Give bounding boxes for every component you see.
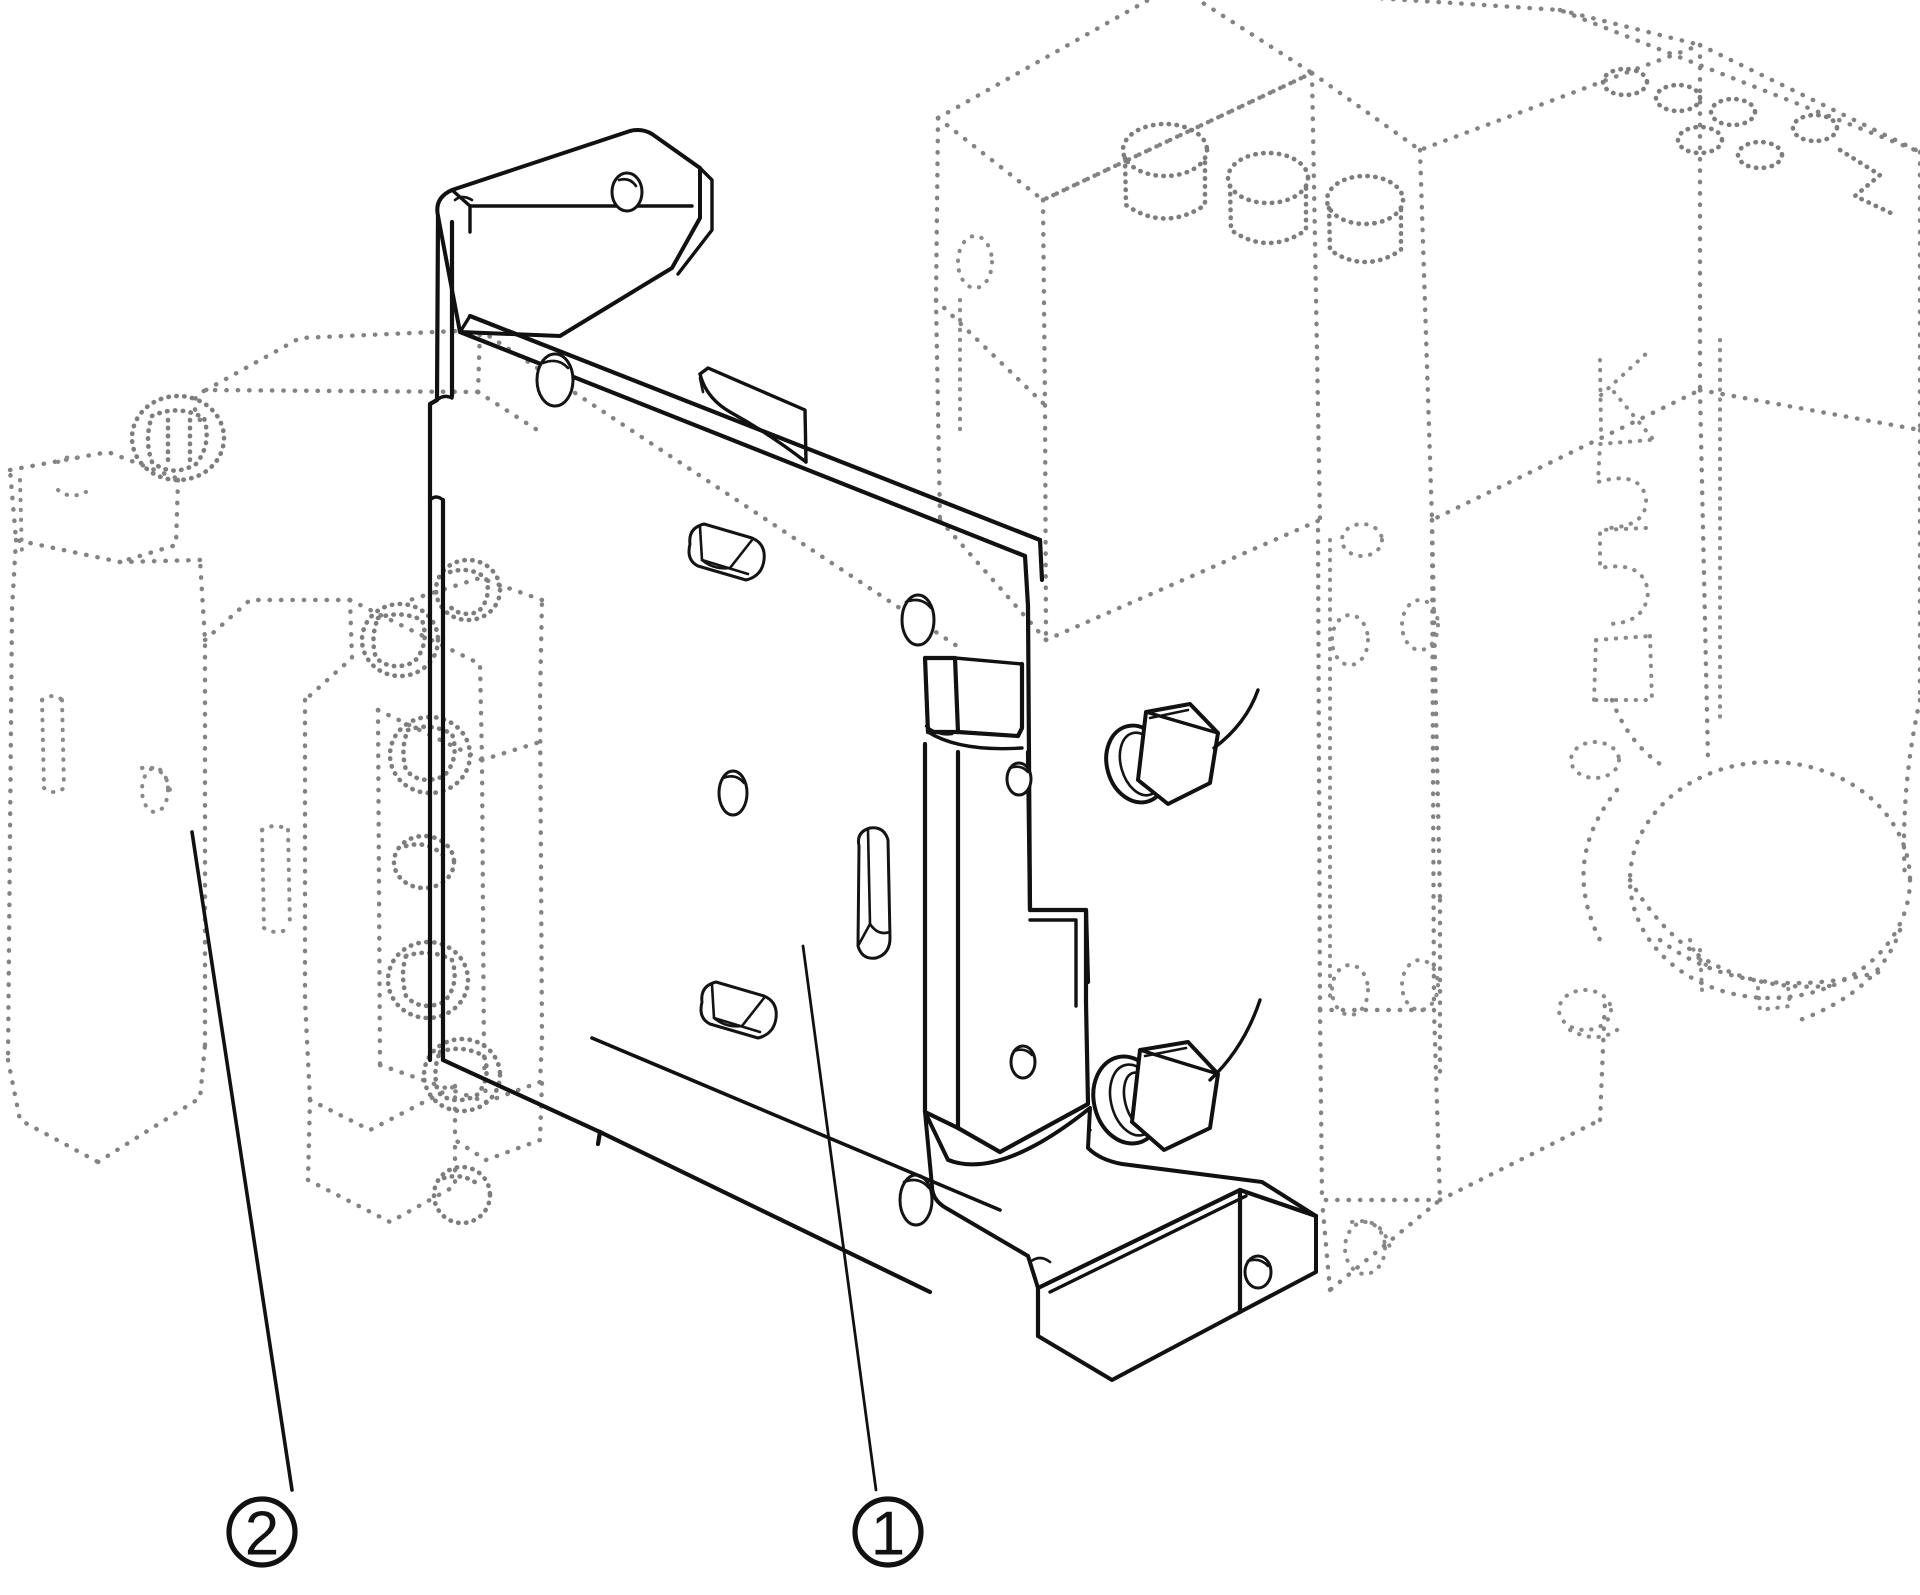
leader-lines-group: [190, 830, 1002, 1492]
callout-2[interactable]: 2: [226, 1496, 298, 1569]
machine-body-phantom-group: [933, 0, 1920, 1293]
callout-2-label: 2: [245, 1500, 279, 1569]
hex-bolt-upper: [1104, 702, 1220, 806]
leader-line-bracket-pointer: [590, 1036, 1002, 1212]
callout-2-circle[interactable]: [226, 1496, 298, 1568]
hex-bolt-lower: [1091, 998, 1262, 1152]
reference-housing-phantom-group: [5, 327, 963, 1226]
mounting-bracket-solid-group: [427, 128, 1319, 1382]
callout-1-label: 1: [871, 1500, 905, 1569]
callout-1-circle[interactable]: [852, 1496, 924, 1568]
callout-1[interactable]: 1: [852, 1496, 924, 1569]
leader-line-1: [801, 944, 878, 1492]
leader-line-2: [190, 830, 294, 1492]
